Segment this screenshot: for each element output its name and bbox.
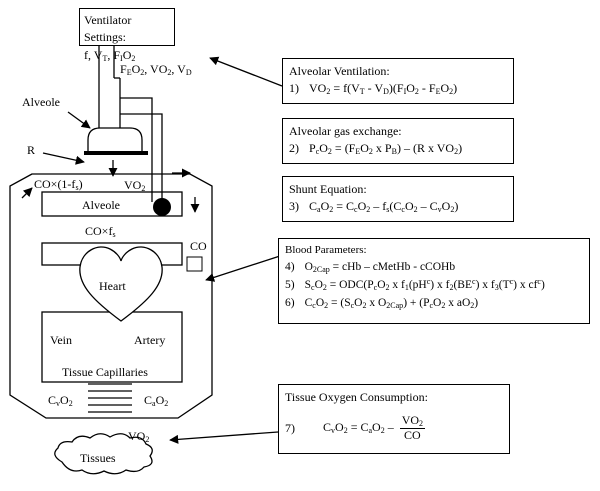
vo2-bottom-label: VO2	[128, 429, 150, 444]
co-1-fs-label: CO×(1-fs)	[34, 177, 83, 192]
equation-number: 6)	[285, 296, 295, 309]
blood-parameters-box: Blood Parameters: 4) O2Cap = cHb – cMetH…	[278, 238, 590, 324]
fraction-numerator: VO2	[399, 413, 426, 430]
alveole-bubble	[87, 127, 143, 152]
equation-number: 2)	[289, 141, 299, 156]
equation-number: 4)	[285, 261, 295, 274]
gas-exchange-box: Alveolar gas exchange: 2) PcO2 = (FEO2 x…	[282, 118, 514, 164]
tissue-capillaries-label: Tissue Capillaries	[62, 365, 148, 379]
cvo2-label: CvO2	[48, 393, 73, 408]
equation-text: O2Cap = cHb – cMetHb - cCOHb	[304, 261, 456, 275]
equation-7: 7) CvO2 = CaO2 – VO2 CO	[285, 414, 503, 443]
vo2-label: VO2	[124, 178, 146, 193]
alveolar-ventilation-box: Alveolar Ventilation: 1) VO2 = f(VT - VD…	[282, 58, 514, 104]
co-label: CO	[190, 239, 207, 253]
fraction-denominator: CO	[404, 428, 421, 443]
equation-5: 5) ScO2 = ODC(PcO2 x f1(pHc) x f2(BEc) x…	[285, 277, 583, 295]
equation-number: 1)	[289, 81, 299, 96]
equation-text: CaO2 = CcO2 – fs(CcO2 – CvO2)	[309, 199, 459, 215]
equation-text: PcO2 = (FEO2 x PB) – (R x VO2)	[309, 141, 463, 157]
equation-number: 5)	[285, 278, 295, 291]
heart-label: Heart	[99, 279, 126, 293]
equation-4: 4) O2Cap = cHb – cMetHb - cCOHb	[285, 259, 583, 277]
heart-icon	[79, 246, 163, 322]
alveole-inner-label: Alveole	[82, 198, 120, 212]
equation-number: 7)	[285, 420, 295, 435]
r-label: R	[27, 143, 36, 157]
alveole-top-label: Alveole	[22, 95, 60, 109]
equation-lhs: CvO2 = CaO2 –	[323, 420, 394, 436]
body-outline	[9, 173, 213, 419]
equation-text: VO2 = f(VT - VD)(FIO2 - FEO2)	[309, 81, 458, 97]
sensor-line-inner	[120, 113, 163, 202]
tissue-oxygen-box: Tissue Oxygen Consumption: 7) CvO2 = CaO…	[278, 384, 510, 454]
ventilator-settings-box: Ventilator Settings: f, VT, FIO2	[79, 8, 175, 62]
tissue-oxygen-title: Tissue Oxygen Consumption:	[285, 390, 428, 404]
equation-2: 2) PcO2 = (FEO2 x PB) – (R x VO2)	[289, 140, 507, 157]
alveole-box-outline	[41, 191, 183, 217]
ventilator-outputs: FEO2, VO2, VD	[120, 62, 192, 77]
alveolar-ventilation-title: Alveolar Ventilation:	[289, 64, 390, 78]
gas-exchange-title: Alveolar gas exchange:	[289, 124, 402, 138]
blood-parameters-title: Blood Parameters:	[285, 244, 367, 256]
tissues-cloud	[54, 433, 153, 475]
shunt-equation-box: Shunt Equation: 3) CaO2 = CcO2 – fs(CcO2…	[282, 176, 514, 222]
equation-fraction: VO2 CO	[399, 413, 426, 443]
equation-text: CcO2 = (ScO2 x O2Cap) + (PcO2 x aO2)	[304, 296, 479, 310]
equation-3: 3) CaO2 = CcO2 – fs(CcO2 – CvO2)	[289, 198, 507, 215]
ventilator-settings-title: Ventilator Settings:	[84, 13, 132, 45]
equation-1: 1) VO2 = f(VT - VD)(FIO2 - FEO2)	[289, 80, 507, 97]
artery-label: Artery	[134, 333, 166, 347]
co-sensor-square	[186, 256, 203, 272]
equation-6: 6) CcO2 = (ScO2 x O2Cap) + (PcO2 x aO2)	[285, 295, 583, 313]
co-fs-label: CO×fs	[85, 224, 116, 239]
tissues-label: Tissues	[80, 451, 116, 465]
sensor-dot	[153, 198, 171, 216]
shunt-equation-title: Shunt Equation:	[289, 182, 367, 196]
sensor-line-outer	[120, 97, 153, 202]
equation-number: 3)	[289, 199, 299, 214]
equation-text: CvO2 = CaO2 – VO2 CO	[323, 413, 426, 443]
ventilator-params: f, VT, FIO2	[84, 47, 136, 63]
cao2-label: CaO2	[144, 393, 169, 408]
equation-text: ScO2 = ODC(PcO2 x f1(pHc) x f2(BEc) x f3…	[304, 276, 545, 292]
vein-label: Vein	[50, 333, 72, 347]
